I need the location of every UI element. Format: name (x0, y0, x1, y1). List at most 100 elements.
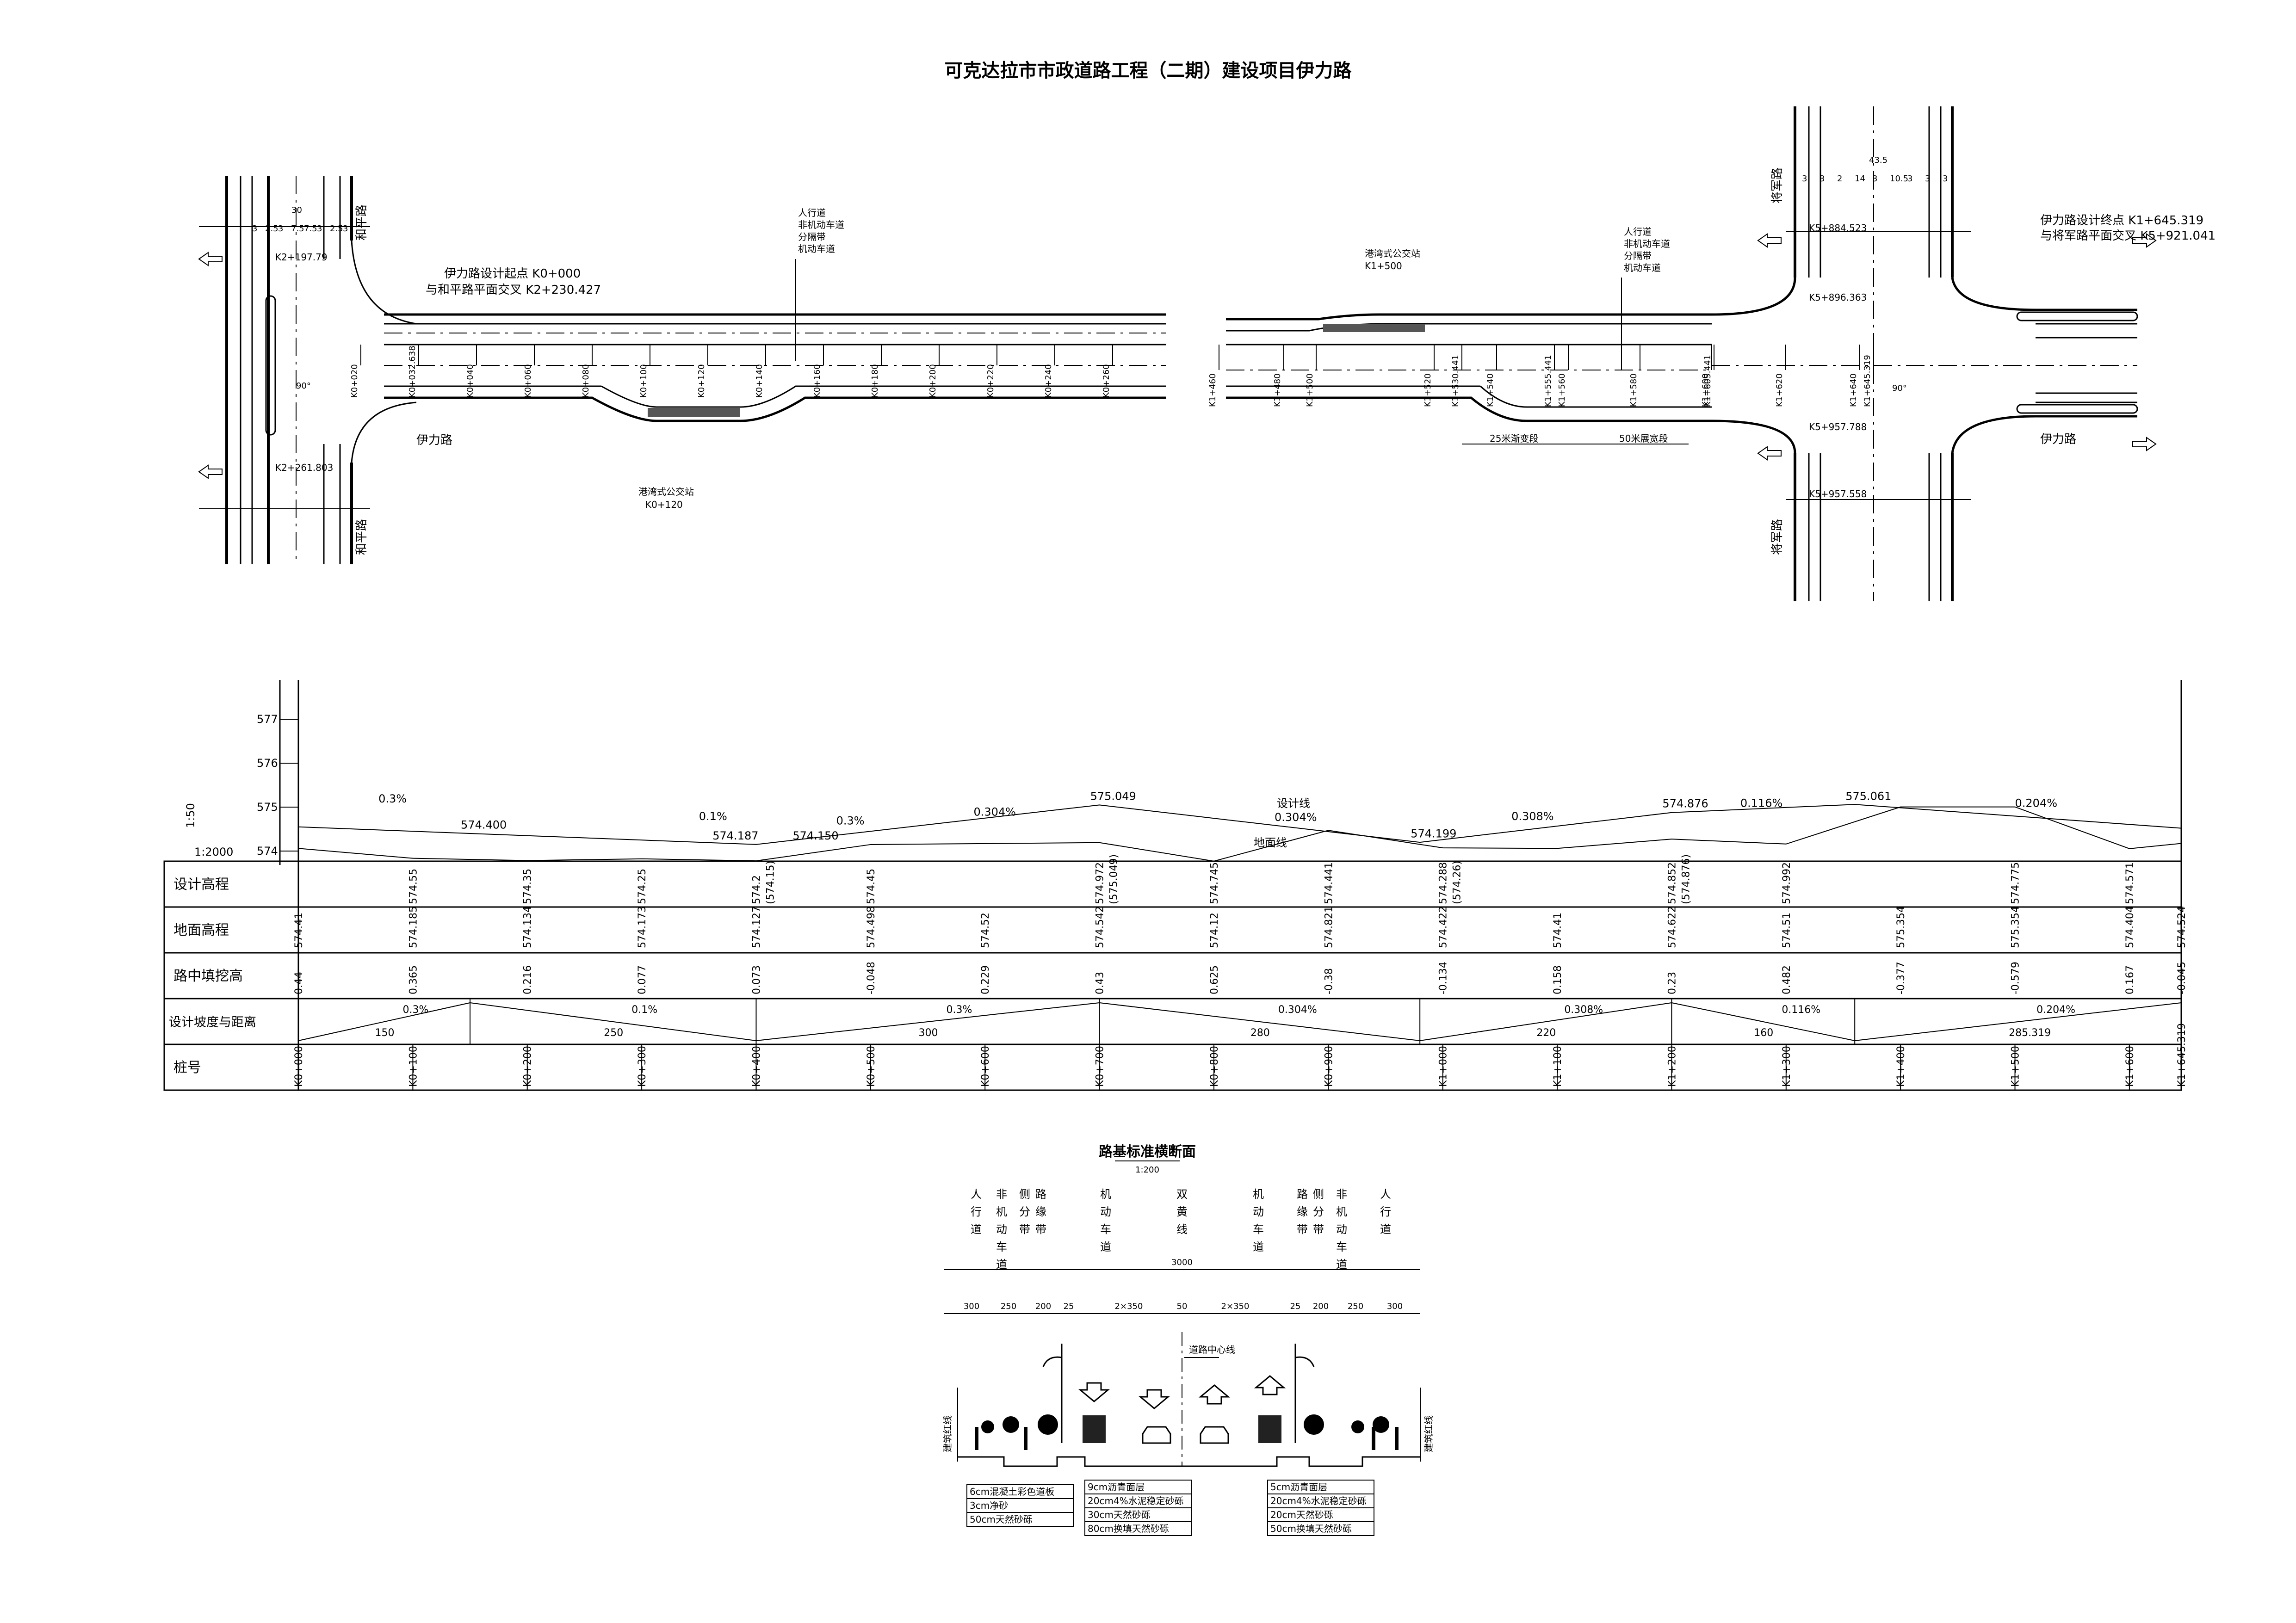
row-header-design-elev: 设计高程 (173, 876, 229, 893)
cross-dim: 3 (343, 224, 348, 234)
car-icon (1200, 1426, 1229, 1444)
cross-road-left-top: 和平路 (355, 204, 369, 241)
design-elev-cell: 574.775 (2010, 862, 2022, 904)
fill-cut-cell: -0.377 (1895, 962, 1907, 994)
zone-label-char: 行 (1380, 1205, 1391, 1218)
elev-label: 574.400 (461, 818, 507, 831)
slope-grade: 0.308% (1564, 1004, 1603, 1016)
zone-label-char: 车 (1336, 1240, 1347, 1253)
width-label: 2×350 (1115, 1302, 1143, 1311)
end-intersection-label: 与将军路平面交叉 K5+921.041 (2040, 229, 2216, 243)
station-cell: K0+000 (293, 1046, 305, 1087)
station-label: K0+080 (581, 364, 591, 398)
legend-item: 分隔带 (1624, 250, 1652, 261)
ground-elev-cell: 574.404 (2124, 906, 2136, 948)
row-header-station: 桩号 (173, 1060, 201, 1076)
width-label: 2×350 (1221, 1302, 1250, 1311)
arrow-up-icon (1198, 1384, 1231, 1405)
fill-cut-cell: 0.167 (2124, 965, 2136, 994)
cross-dim: 3 (278, 224, 283, 234)
slope-length: 220 (1536, 1027, 1556, 1039)
slope-length: 300 (919, 1027, 938, 1039)
left-cross-road (199, 176, 417, 564)
slope-length: 250 (604, 1027, 623, 1039)
layer-label: 9cm沥青面层 (1088, 1481, 1145, 1493)
station-label: K0+240 (1044, 364, 1053, 398)
legend-right: 人行道 非机动车道 分隔带 机动车道 (1621, 226, 1670, 370)
arrow-down-icon (1138, 1389, 1170, 1409)
dim-43-5: 43.5 (1869, 155, 1888, 165)
cross-dim: 3 (1925, 174, 1930, 184)
station-label: K1+460 (1208, 373, 1218, 407)
cross-dim: 14 (1855, 174, 1865, 184)
layer-label: 30cm天然砂砾 (1088, 1509, 1151, 1520)
station-label: K0+040 (465, 364, 475, 398)
layer-label: 5cm沥青面层 (1270, 1481, 1327, 1493)
cross-road-right-bottom: 将军路 (1770, 519, 1784, 555)
fill-cut-cell: 0.625 (1209, 965, 1220, 994)
cross-dim: 3 (1802, 174, 1807, 184)
zone-label-char: 动 (996, 1223, 1007, 1236)
layer-label: 20cm天然砂砾 (1270, 1509, 1333, 1520)
station-cell: K1+500 (2010, 1046, 2022, 1087)
station-cell: K1+100 (1552, 1046, 1564, 1087)
station-cell: K0+300 (637, 1046, 648, 1087)
fill-cut-cell: 0.44 (293, 972, 305, 994)
zone-label-char: 缘 (1297, 1205, 1308, 1218)
start-point-label: 伊力路设计起点 K0+000 (444, 267, 581, 281)
arrow-left-icon (1757, 446, 1782, 461)
ground-elev-cell: 574.173 (637, 906, 648, 948)
cross-dim: 2.5 (330, 224, 343, 234)
width-label: 300 (964, 1302, 979, 1311)
station-cell: K1+300 (1781, 1046, 1793, 1087)
design-elev-cell: (575.049) (1108, 854, 1120, 904)
slope-segment (1099, 1002, 1420, 1041)
arrow-down-icon (1078, 1382, 1110, 1402)
legend-item: 非机动车道 (798, 219, 844, 230)
zone-label-char: 道 (1253, 1240, 1264, 1253)
width-label: 200 (1313, 1302, 1329, 1311)
arrow-left-icon (198, 464, 223, 479)
station-label: K0+060 (523, 364, 533, 398)
grade-label: 0.304% (973, 806, 1016, 819)
slope-segment (1855, 1002, 2182, 1041)
station-label: K1+600 (1701, 373, 1710, 407)
bus-bay-station-2: K1+500 (1365, 260, 1402, 272)
station-cell: K0+600 (980, 1046, 991, 1087)
elev-label: 574.150 (792, 829, 838, 842)
zone-label-char: 分 (1019, 1205, 1030, 1218)
zone-label-char: 道 (1380, 1223, 1391, 1236)
bus-bay-station-1: K0+120 (645, 499, 683, 510)
legend-left: 人行道 非机动车道 分隔带 机动车道 (795, 207, 844, 361)
width-label: 200 (1035, 1302, 1051, 1311)
station-label: K1+645.319 (1863, 355, 1872, 407)
design-elev-cell: 574.972 (1095, 862, 1106, 904)
design-elev-cell: 574.745 (1209, 862, 1220, 904)
slope-length: 280 (1250, 1027, 1270, 1039)
slope-segment (756, 1002, 1100, 1041)
zone-label-char: 人 (971, 1188, 982, 1201)
truck-icon (1083, 1415, 1106, 1443)
design-elev-cell: 574.55 (408, 869, 419, 904)
ground-line-label: 地面线 (1254, 836, 1287, 849)
legend-item: 非机动车道 (1624, 238, 1670, 249)
grade-label: 0.308% (1511, 810, 1554, 823)
angle-right: 90° (1892, 383, 1907, 393)
slope-grade: 0.304% (1278, 1004, 1317, 1016)
scale-horizontal: 1:2000 (194, 845, 233, 858)
zone-label-char: 车 (1253, 1223, 1264, 1236)
layer-label: 50cm天然砂砾 (970, 1514, 1033, 1525)
design-elev-cell: 574.25 (637, 869, 648, 904)
station-cell: K0+800 (1209, 1046, 1220, 1087)
design-elev-cell: (574.876) (1680, 854, 1692, 904)
station-cell: K0+500 (866, 1046, 877, 1087)
fill-cut-cell: 0.077 (637, 965, 648, 994)
right-station-bottom-b: K5+957.558 (1809, 488, 1867, 500)
station-label: K0+160 (812, 364, 822, 398)
station-label: K0+120 (697, 364, 706, 398)
cross-dim: 3 (1819, 174, 1825, 184)
